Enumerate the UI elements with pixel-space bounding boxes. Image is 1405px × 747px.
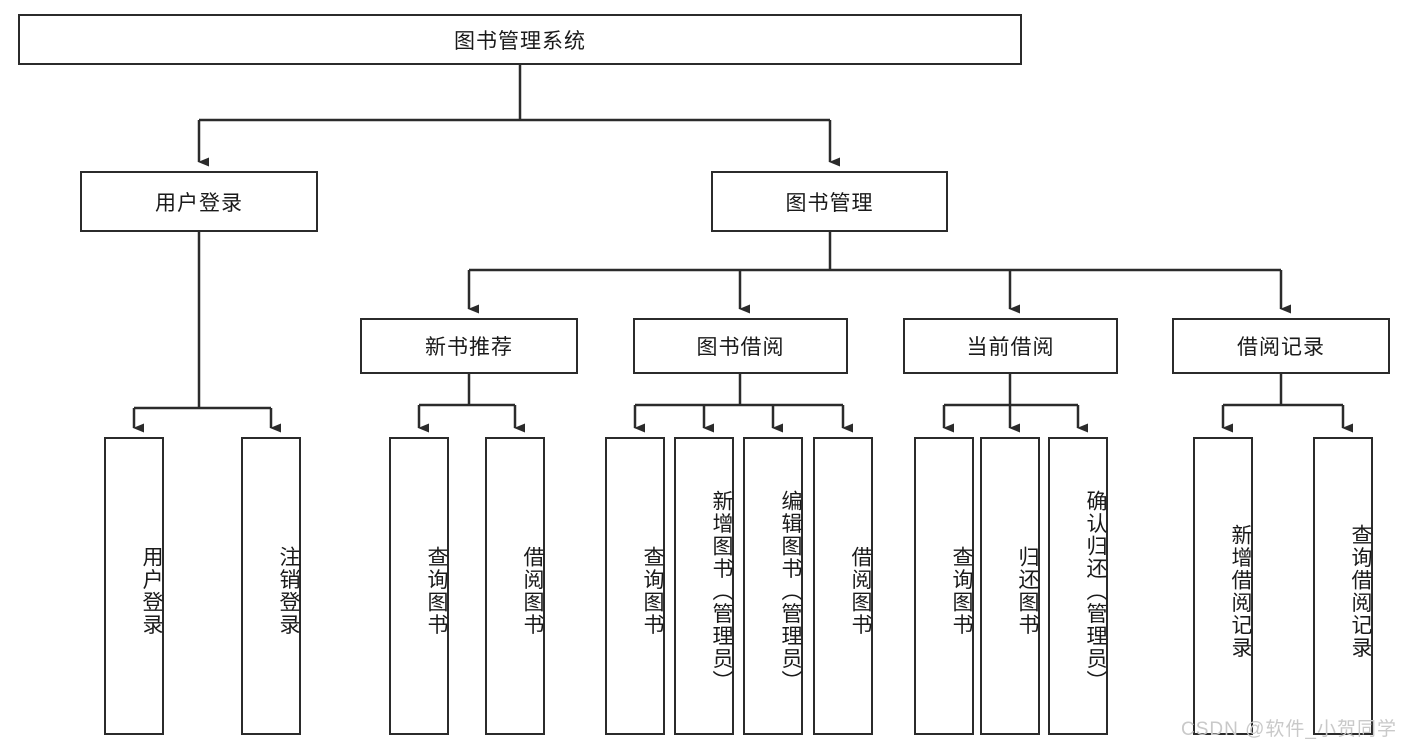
leaf-query-book-3-label: 查询图书 <box>950 546 973 636</box>
node-new-book-recommend-label: 新书推荐 <box>425 336 513 359</box>
leaf-user-logout-label: 注销登录 <box>277 546 300 636</box>
leaf-return-book-label: 归还图书 <box>1016 546 1039 636</box>
leaf-confirm-return-label: 确认归还（管理员） <box>1084 489 1107 693</box>
node-new-book-recommend[interactable]: 新书推荐 <box>360 318 578 374</box>
leaf-user-login[interactable]: 用户登录 <box>104 437 164 735</box>
node-current-borrow[interactable]: 当前借阅 <box>903 318 1118 374</box>
leaf-query-book-2-label: 查询图书 <box>641 546 664 636</box>
leaf-borrow-book-1[interactable]: 借阅图书 <box>485 437 545 735</box>
node-root[interactable]: 图书管理系统 <box>18 14 1022 65</box>
node-borrow-record-label: 借阅记录 <box>1237 336 1325 359</box>
csdn-watermark: CSDN @软件_小贺同学 <box>1181 719 1397 740</box>
node-borrow-record[interactable]: 借阅记录 <box>1172 318 1390 374</box>
node-user-login[interactable]: 用户登录 <box>80 171 318 232</box>
leaf-confirm-return[interactable]: 确认归还（管理员） <box>1048 437 1108 735</box>
leaf-edit-book[interactable]: 编辑图书（管理员） <box>743 437 803 735</box>
node-user-login-label: 用户登录 <box>155 191 243 215</box>
node-root-label: 图书管理系统 <box>454 29 586 53</box>
node-book-borrow[interactable]: 图书借阅 <box>633 318 848 374</box>
leaf-user-login-label: 用户登录 <box>140 546 163 636</box>
leaf-borrow-book-1-label: 借阅图书 <box>521 546 544 636</box>
leaf-borrow-book-2[interactable]: 借阅图书 <box>813 437 873 735</box>
node-book-borrow-label: 图书借阅 <box>696 336 785 359</box>
leaf-query-book-1-label: 查询图书 <box>425 546 448 636</box>
leaf-borrow-book-2-label: 借阅图书 <box>849 546 872 636</box>
leaf-user-logout[interactable]: 注销登录 <box>241 437 301 735</box>
leaf-add-record[interactable]: 新增借阅记录 <box>1193 437 1253 735</box>
leaf-query-record[interactable]: 查询借阅记录 <box>1313 437 1373 735</box>
leaf-query-book-1[interactable]: 查询图书 <box>389 437 449 735</box>
leaf-add-record-label: 新增借阅记录 <box>1229 523 1252 659</box>
leaf-query-book-2[interactable]: 查询图书 <box>605 437 665 735</box>
leaf-query-record-label: 查询借阅记录 <box>1349 523 1372 659</box>
node-book-management[interactable]: 图书管理 <box>711 171 948 232</box>
leaf-edit-book-label: 编辑图书（管理员） <box>779 489 802 693</box>
leaf-return-book[interactable]: 归还图书 <box>980 437 1040 735</box>
leaf-add-book[interactable]: 新增图书（管理员） <box>674 437 734 735</box>
leaf-add-book-label: 新增图书（管理员） <box>710 489 733 693</box>
node-current-borrow-label: 当前借阅 <box>966 336 1055 359</box>
node-book-management-label: 图书管理 <box>785 191 874 215</box>
leaf-query-book-3[interactable]: 查询图书 <box>914 437 974 735</box>
